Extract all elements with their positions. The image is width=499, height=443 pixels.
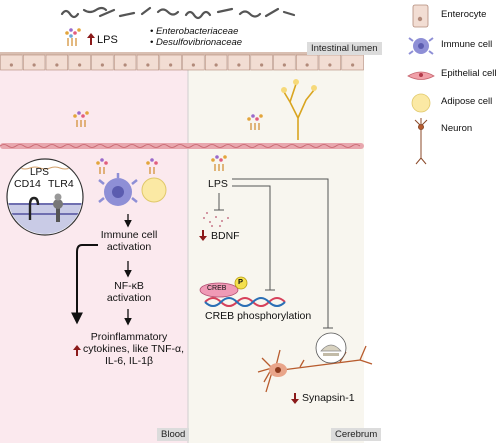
enterocyte-nucleus	[237, 63, 241, 67]
enterocyte-cell	[45, 54, 69, 71]
phospho-label: P	[238, 277, 244, 286]
tlr4-label: TLR4	[48, 178, 74, 190]
enterocyte-cell	[227, 54, 251, 71]
lps-molecule-blood-2	[146, 158, 158, 174]
enterocyte-nucleus	[55, 63, 59, 67]
immune-activation-label: Immune cell activation	[100, 229, 158, 254]
enterocyte-nucleus	[282, 63, 286, 67]
receptor-lps-label: LPS	[30, 167, 49, 178]
region-label-blood: Blood	[157, 428, 190, 441]
legend-label-epithelial: Epithelial cell	[441, 68, 497, 79]
creb-protein	[199, 282, 239, 298]
region-label-cerebrum: Cerebrum	[331, 428, 382, 441]
enterocyte-cell	[113, 54, 137, 71]
lps-molecule-brain	[211, 155, 227, 171]
nerve-ending	[281, 79, 317, 140]
inhibit-lps-bdnf	[214, 193, 224, 211]
lumen-lps-label: LPS	[97, 34, 118, 46]
bacteria-list: • Enterobacteriaceae • Desulfovibrionace…	[150, 26, 243, 48]
enterocyte-nucleus	[169, 63, 173, 67]
synapsin-label: Synapsin-1	[302, 392, 355, 404]
cytokines-label: Proinflammatory cytokines, like TNF-α, I…	[83, 331, 184, 368]
arrow-immune-to-cytokines	[71, 244, 98, 325]
enterocyte-cell	[204, 54, 228, 71]
enterocyte-nucleus	[9, 63, 13, 67]
enterocyte-nucleus	[100, 63, 104, 67]
enterocyte-cell	[0, 54, 23, 71]
epithelial-cell-icon	[407, 71, 435, 80]
legend-label-enterocyte: Enterocyte	[441, 9, 487, 20]
immune-cell	[98, 173, 138, 206]
synapsin-down-arrow	[291, 393, 299, 404]
enterocyte-layer	[0, 52, 364, 71]
bdnf-label: BDNF	[211, 230, 240, 242]
bacteria-name: Enterobacteriaceae	[155, 26, 239, 37]
bacteria-name: Desulfovibrionaceae	[155, 36, 243, 48]
lps-molecule-lumen	[65, 28, 81, 46]
bdnf-dots	[203, 212, 229, 227]
creb-phosphorylation-label: CREB phosphorylation	[205, 310, 312, 322]
enterocyte-nucleus	[32, 63, 36, 67]
cytokine-up-arrow	[73, 345, 81, 356]
enterocyte-cell	[136, 54, 160, 71]
lps-molecule-submucosa-right	[247, 114, 263, 130]
inhibit-lps-creb	[232, 185, 275, 291]
phospho-badge	[234, 276, 248, 290]
synapse-zoom	[315, 332, 347, 364]
enterocyte-cell	[273, 54, 296, 71]
creb-label: CREB	[207, 285, 227, 292]
adipose-cell-icon	[411, 93, 431, 113]
enterocyte-nucleus	[78, 63, 82, 67]
enterocyte-nucleus	[351, 63, 355, 67]
enterocyte-nucleus	[123, 63, 127, 67]
nfkb-activation-label: NF-κB activation	[106, 280, 152, 305]
immune-cell-icon	[408, 37, 434, 55]
enterocyte-cell	[341, 54, 364, 71]
enterocyte-cell	[159, 54, 182, 71]
enterocyte-cell	[22, 54, 46, 71]
receptor-zoom	[6, 158, 84, 236]
adipose-cell	[141, 177, 167, 203]
enterocyte-cell	[68, 54, 91, 71]
enterocyte-nucleus	[191, 63, 195, 67]
bacteria-cluster	[60, 6, 296, 20]
bdnf-down-arrow	[199, 230, 207, 241]
enterocyte-icon	[412, 4, 429, 28]
lps-molecule-submucosa-left	[73, 111, 89, 127]
enterocyte-cell	[295, 54, 319, 71]
region-label-lumen: Intestinal lumen	[307, 42, 382, 55]
enterocyte-nucleus	[214, 63, 218, 67]
submucosa-right	[188, 70, 364, 140]
legend-label-immune: Immune cell	[441, 39, 493, 50]
cd14-label: CD14	[14, 178, 41, 190]
epithelial-membrane	[0, 143, 364, 149]
enterocyte-cell	[250, 54, 273, 71]
neuron-icon	[414, 118, 428, 165]
lps-up-arrow	[87, 33, 95, 45]
enterocyte-nucleus	[328, 63, 332, 67]
enterocyte-nucleus	[305, 63, 309, 67]
neuron-nucleus	[275, 367, 281, 373]
enterocyte-nucleus	[146, 63, 150, 67]
lps-molecule-blood	[96, 158, 108, 174]
enterocyte-cell	[91, 54, 114, 71]
enterocyte-nucleus	[260, 63, 264, 67]
enterocyte-cell	[318, 54, 342, 71]
enterocyte-cell	[182, 54, 205, 71]
submucosa-left	[0, 70, 188, 140]
brain-lps-label: LPS	[208, 178, 228, 190]
dna-strand	[204, 297, 286, 307]
legend-label-adipose: Adipose cell	[441, 96, 493, 107]
inhibit-lps-synapsin	[232, 178, 333, 329]
legend-label-neuron: Neuron	[441, 123, 473, 134]
